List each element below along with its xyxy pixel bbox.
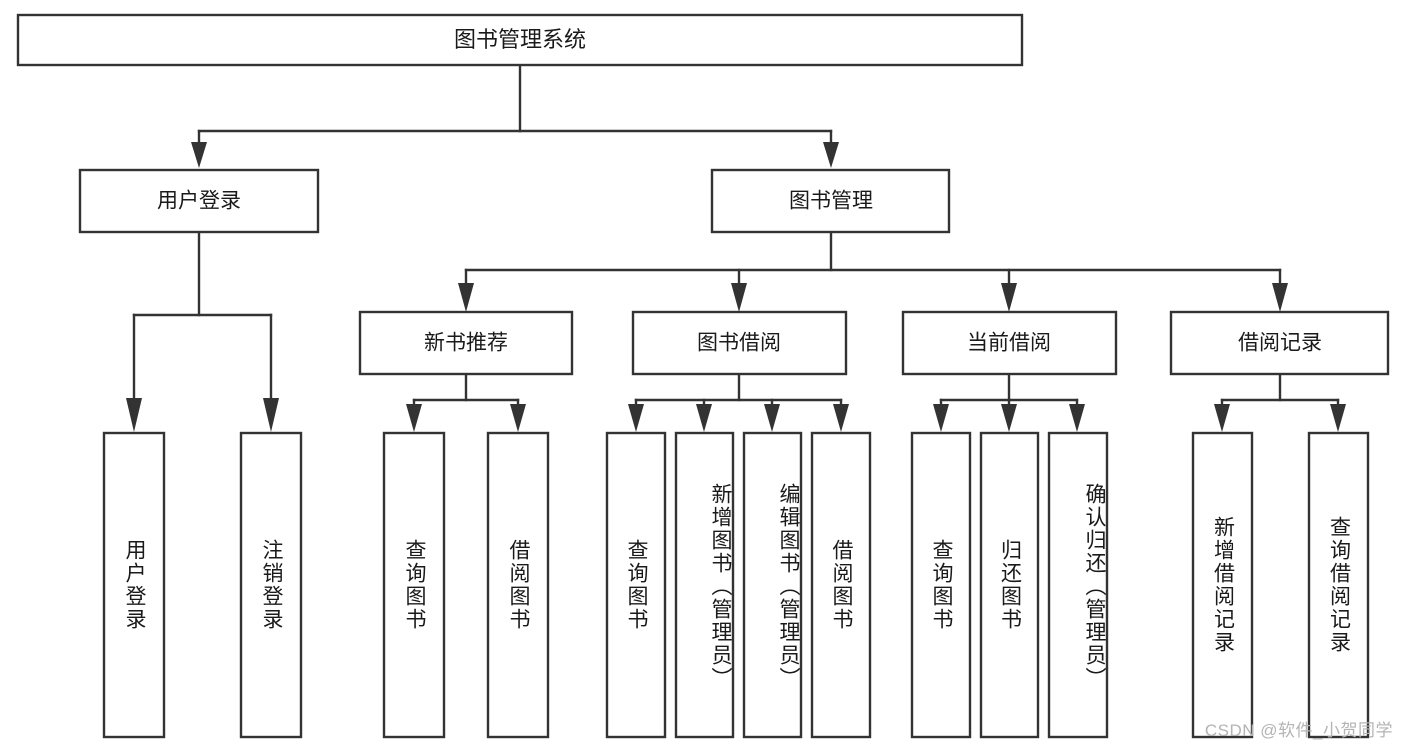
arrow-head-bb-3 — [764, 404, 780, 432]
arrow-head-ul-1 — [126, 398, 142, 432]
connector-group-root-to-level2 — [191, 63, 839, 168]
connector-group-book-manage-to-level3 — [458, 230, 1288, 312]
node-root-box[interactable] — [16, 13, 1024, 67]
leaf-box-user-login-2[interactable] — [239, 431, 303, 739]
node-current-borrow[interactable]: 当前借阅 — [901, 310, 1118, 376]
connector-group-new-book-to-leaves — [406, 372, 526, 432]
leaf-boxes-borrow-record — [1191, 431, 1370, 739]
node-new-book-recommend-label: 新书推荐 — [424, 332, 508, 355]
leaf-box-borrow-record-1[interactable] — [1191, 431, 1254, 739]
node-user-login-label: 用户登录 — [157, 190, 241, 213]
arrow-head-nb-1 — [406, 404, 422, 432]
connector-group-book-borrow-to-leaves — [628, 372, 849, 432]
arrow-head-l3-4 — [1272, 283, 1288, 312]
node-book-manage[interactable]: 图书管理 — [710, 168, 951, 234]
leaf-box-new-book-1[interactable] — [382, 431, 446, 739]
node-current-borrow-label: 当前借阅 — [967, 332, 1051, 355]
leaf-box-book-borrow-3[interactable] — [742, 431, 803, 739]
arrow-head-cb-2 — [1001, 404, 1017, 432]
leaf-boxes-current-borrow — [910, 431, 1109, 739]
csdn-watermark: CSDN @软件_小贺同学 — [1204, 721, 1393, 740]
node-root[interactable]: 图书管理系统 — [16, 13, 1024, 67]
node-current-borrow-box[interactable] — [901, 310, 1118, 376]
leaf-boxes-new-book-recommend — [382, 431, 550, 739]
leaf-box-current-borrow-2[interactable] — [979, 431, 1040, 739]
node-root-label: 图书管理系统 — [454, 27, 586, 52]
node-book-borrow-box[interactable] — [631, 310, 848, 376]
connector-group-user-login-to-leaves — [126, 230, 279, 432]
leaf-box-book-borrow-2[interactable] — [674, 431, 735, 739]
arrow-head-cb-1 — [933, 404, 949, 432]
node-borrow-record[interactable]: 借阅记录 — [1169, 310, 1390, 376]
node-new-book-recommend[interactable]: 新书推荐 — [358, 310, 574, 376]
arrow-head-bb-1 — [628, 404, 644, 432]
arrow-head-nb-2 — [510, 404, 526, 432]
node-new-book-recommend-box[interactable] — [358, 310, 574, 376]
leaf-box-current-borrow-3[interactable] — [1047, 431, 1109, 739]
arrow-head-cb-3 — [1069, 404, 1085, 432]
connector-group-current-borrow-to-leaves — [933, 372, 1085, 432]
arrow-head-l3-1 — [458, 283, 474, 312]
arrow-head-l3-3 — [1001, 283, 1017, 312]
leaf-box-user-login-1[interactable] — [102, 431, 166, 739]
arrow-head-book-manage — [823, 142, 839, 168]
arrow-head-l3-2 — [731, 283, 747, 312]
leaf-box-new-book-2[interactable] — [486, 431, 550, 739]
leaf-boxes-book-borrow — [605, 431, 872, 739]
node-borrow-record-box[interactable] — [1169, 310, 1390, 376]
arrow-head-user-login — [191, 142, 207, 168]
arrow-head-bb-2 — [696, 404, 712, 432]
node-book-manage-label: 图书管理 — [789, 190, 873, 213]
node-borrow-record-label: 借阅记录 — [1238, 332, 1322, 355]
leaf-box-borrow-record-2[interactable] — [1307, 431, 1370, 739]
node-user-login-box[interactable] — [78, 168, 320, 234]
node-book-borrow[interactable]: 图书借阅 — [631, 310, 848, 376]
leaf-box-book-borrow-4[interactable] — [810, 431, 872, 739]
leaf-box-current-borrow-1[interactable] — [910, 431, 972, 739]
arrow-head-bb-4 — [833, 404, 849, 432]
connector-group-borrow-record-to-leaves — [1214, 372, 1346, 432]
leaf-boxes-user-login — [102, 431, 303, 739]
node-book-borrow-label: 图书借阅 — [697, 332, 781, 355]
arrow-head-br-2 — [1330, 404, 1346, 432]
arrow-head-ul-2 — [263, 398, 279, 432]
arrow-head-br-1 — [1214, 404, 1230, 432]
node-user-login[interactable]: 用户登录 — [78, 168, 320, 234]
leaf-box-book-borrow-1[interactable] — [605, 431, 667, 739]
node-book-manage-box[interactable] — [710, 168, 951, 234]
